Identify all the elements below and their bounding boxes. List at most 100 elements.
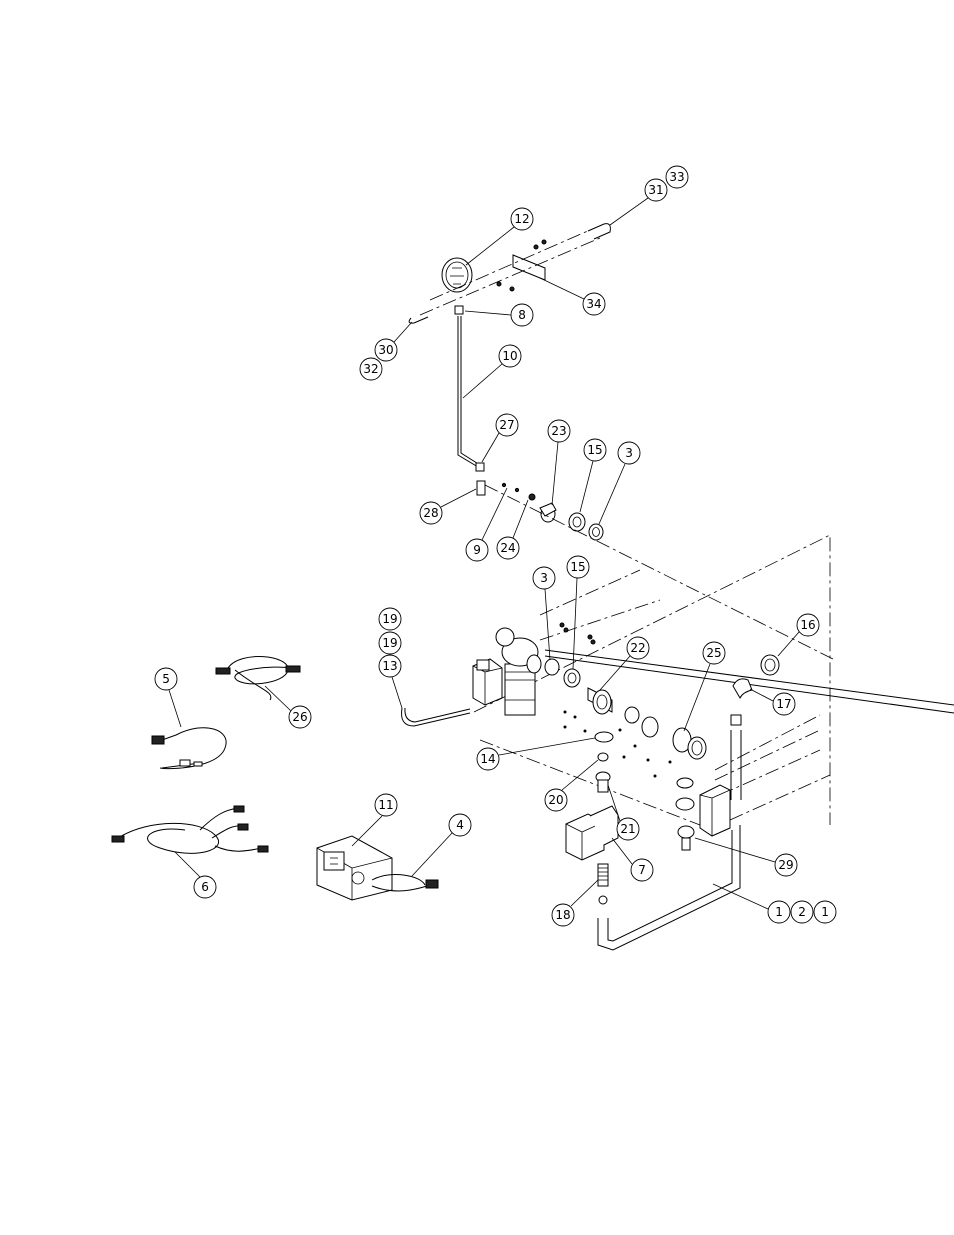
balloon-15-mid-label: 15 [570,560,585,574]
leader-1 [712,883,769,910]
balloon-22-label: 22 [630,641,645,655]
harness-6 [111,805,269,854]
leader-16 [777,631,800,657]
balloon-19-a: 19 [378,607,402,631]
balloon-11: 11 [374,793,398,817]
balloon-17-label: 17 [776,697,791,711]
balloon-15-top-label: 15 [587,443,602,457]
balloon-22: 22 [626,636,650,660]
balloon-2-label: 2 [798,905,806,919]
leader-27 [481,432,500,463]
balloon-19-b: 19 [378,631,402,655]
balloon-20-label: 20 [548,793,563,807]
balloon-3-top: 3 [617,441,641,465]
leader-20 [561,759,599,791]
balloon-21-label: 21 [620,822,635,836]
balloon-23: 23 [547,419,571,443]
balloon-30-label: 30 [378,343,393,357]
leader-7 [611,837,633,865]
balloon-17: 17 [772,692,796,716]
balloon-14: 14 [476,747,500,771]
balloon-28: 28 [419,501,443,525]
balloon-10-label: 10 [502,349,517,363]
balloon-20: 20 [544,788,568,812]
balloon-4: 4 [448,813,472,837]
leader-26 [264,685,292,712]
balloon-24-label: 24 [500,541,515,555]
leader-25 [683,663,711,732]
balloon-11-label: 11 [378,798,393,812]
balloon-1-a-label: 1 [775,905,783,919]
balloon-10: 10 [498,344,522,368]
balloon-5-label: 5 [162,672,170,686]
leader-30 [393,321,413,343]
balloon-27-label: 27 [499,418,514,432]
balloon-21: 21 [616,817,640,841]
balloon-31: 31 [644,178,668,202]
balloon-25: 25 [702,641,726,665]
balloon-12-label: 12 [514,212,529,226]
balloon-1-b: 1 [813,900,837,924]
balloon-7: 7 [630,858,654,882]
balloon-33: 33 [665,165,689,189]
balloon-33-label: 33 [669,170,684,184]
leader-18 [570,879,599,907]
balloon-16-label: 16 [800,618,815,632]
balloon-1-b-label: 1 [821,905,829,919]
leader-10 [462,363,503,399]
balloon-32: 32 [359,357,383,381]
balloon-5: 5 [154,667,178,691]
balloon-3-mid-label: 3 [540,571,548,585]
balloon-28-label: 28 [423,506,438,520]
balloon-30: 30 [374,338,398,362]
leader-23 [551,441,559,506]
balloon-14-label: 14 [480,752,495,766]
balloon-29-label: 29 [778,858,793,872]
leader-11 [351,815,383,847]
balloon-13: 13 [378,654,402,678]
valve-manifold-assembly [401,534,954,951]
balloon-26-label: 26 [292,710,307,724]
balloon-29: 29 [774,853,798,877]
balloon-8-label: 8 [518,308,526,322]
leader-3-mid [544,588,551,661]
leader-8 [464,310,512,316]
balloon-3-top-label: 3 [625,446,633,460]
balloon-34: 34 [582,292,606,316]
balloon-6: 6 [193,875,217,899]
leader-12 [465,226,515,266]
balloon-25-label: 25 [706,646,721,660]
balloon-1-a: 1 [767,900,791,924]
leader-29 [694,837,776,863]
leader-15-top [579,460,594,513]
leader-22 [599,655,631,691]
balloon-13-label: 13 [382,659,397,673]
pressure-gauge-assembly [408,223,611,468]
balloon-6-label: 6 [201,880,209,894]
balloon-9-label: 9 [473,543,481,557]
harness-5 [151,727,227,770]
balloon-12: 12 [510,207,534,231]
leader-4 [411,832,453,877]
leader-34 [539,277,585,300]
balloon-31-label: 31 [648,183,663,197]
balloon-4-label: 4 [456,818,464,832]
leader-15-mid [572,577,578,670]
balloon-23-label: 23 [551,424,566,438]
balloon-9: 9 [465,538,489,562]
balloon-24: 24 [496,536,520,560]
balloon-18: 18 [551,903,575,927]
balloon-2: 2 [790,900,814,924]
control-module-11 [316,835,439,901]
balloon-7-label: 7 [638,863,646,877]
balloon-34-label: 34 [586,297,601,311]
leader-28 [440,488,477,508]
leader-9 [481,487,508,541]
gauge-fitting-row [475,462,836,661]
balloon-27: 27 [495,413,519,437]
leader-13 [391,676,403,709]
leader-21 [607,784,621,822]
balloon-19-b-label: 19 [382,636,397,650]
balloon-19-a-label: 19 [382,612,397,626]
